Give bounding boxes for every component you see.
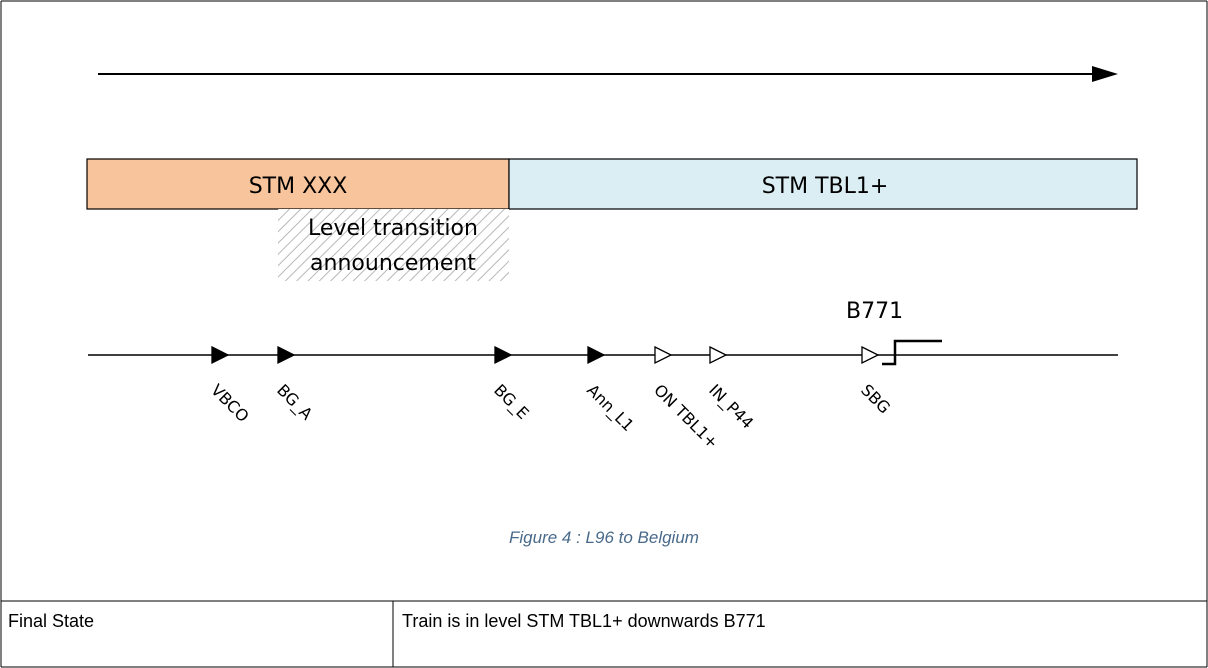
balise-label-in-p44: IN_P44: [704, 380, 757, 433]
zone-left-label: STM XXX: [249, 174, 348, 199]
balise-marker-bg-e: [494, 345, 513, 365]
signal-label: B771: [846, 299, 903, 324]
zone-stm-tbl1: [508, 158, 1138, 210]
table-label-cell: Final State: [8, 611, 94, 631]
announcement-line2: announcement: [310, 251, 476, 276]
balise-marker-vbco: [211, 345, 230, 365]
balise-label-sbg: SBG: [857, 380, 894, 417]
balise-marker-bg-a: [277, 345, 296, 365]
balise-marker-on-tbl1-: [654, 345, 673, 365]
signal-b771: [882, 339, 942, 366]
announcement-line1: Level transition: [308, 216, 478, 241]
zone-stm-xxx: [86, 158, 510, 210]
balise-label-vbco: VBCO: [207, 380, 253, 426]
balise-label-bg-e: BG_E: [489, 380, 532, 423]
balise-marker-sbg: [861, 345, 880, 365]
table-value-cell: Train is in level STM TBL1+ downwards B7…: [402, 611, 766, 631]
figure-caption: Figure 4 : L96 to Belgium: [509, 528, 699, 547]
balise-label-bg-a: BG_A: [272, 380, 316, 424]
direction-arrow: [98, 66, 1118, 82]
zone-right-label: STM TBL1+: [762, 174, 889, 199]
balise-marker-in-p44: [709, 345, 728, 365]
balise-label-ann-l1: Ann_L1: [582, 380, 637, 435]
announcement-area: [278, 209, 509, 281]
balise-marker-ann-l1: [587, 345, 606, 365]
